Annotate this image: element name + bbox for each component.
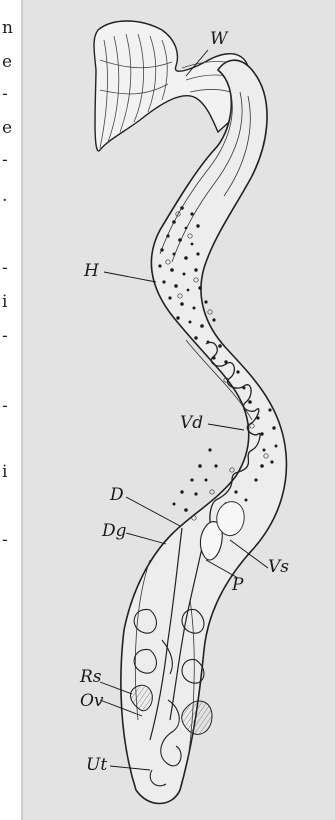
label-vs: Vs xyxy=(268,558,289,576)
label-vd: Vd xyxy=(180,414,203,432)
label-p: P xyxy=(232,576,243,594)
label-d: D xyxy=(110,486,124,504)
label-dg: Dg xyxy=(102,522,127,540)
label-ut: Ut xyxy=(86,756,107,774)
label-ov: Ov xyxy=(80,692,104,710)
label-w: W xyxy=(210,30,227,48)
label-rs: Rs xyxy=(80,668,102,686)
label-h: H xyxy=(84,262,99,280)
vesicula-seminalis xyxy=(217,502,244,536)
